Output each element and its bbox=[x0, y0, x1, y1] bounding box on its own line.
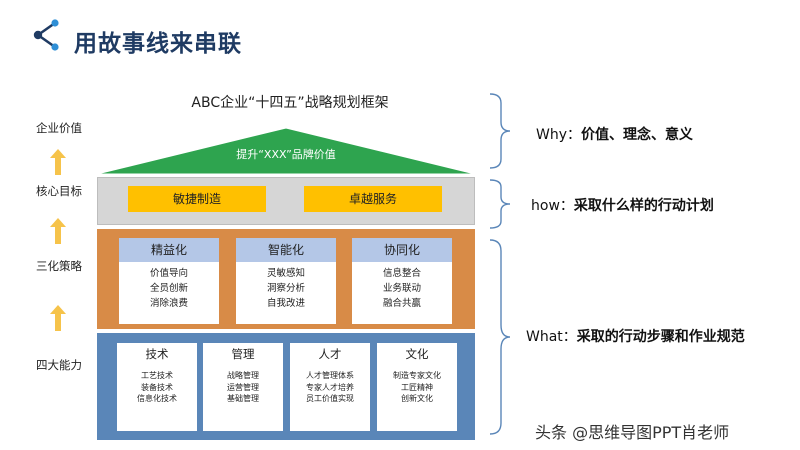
core-goal-box: 卓越服务 bbox=[304, 186, 442, 212]
how-text: 采取什么样的行动计划 bbox=[573, 198, 714, 214]
roof-triangle bbox=[97, 127, 475, 175]
watermark: 头条 @思维导图PPT肖老师 bbox=[535, 423, 730, 442]
ability-name: 技术 bbox=[145, 347, 169, 361]
ability-items: 制造专家文化 工匠精神 创新文化 bbox=[393, 371, 441, 403]
how-keyword: how： bbox=[531, 198, 574, 214]
label-core-goals: 核心目标 bbox=[36, 184, 82, 198]
strategy-card: 智能化 灵敏感知 洞察分析 自我改进 bbox=[236, 238, 336, 324]
label-four-abilities: 四大能力 bbox=[36, 358, 82, 372]
connected-nodes-icon bbox=[33, 19, 59, 51]
strategy-items: 信息整合 业务联动 融合共赢 bbox=[352, 262, 452, 311]
ability-items: 人才管理体系 专家人才培养 员工价值实现 bbox=[306, 371, 354, 403]
label-three-strategies: 三化策略 bbox=[36, 259, 82, 273]
ability-name: 文化 bbox=[405, 347, 429, 361]
roof-text: 提升“XXX”品牌价值 bbox=[236, 148, 336, 161]
what-keyword: What： bbox=[526, 329, 577, 345]
strategy-name: 协同化 bbox=[352, 238, 452, 262]
right-brace-icon bbox=[489, 93, 511, 169]
ability-name: 管理 bbox=[231, 347, 255, 361]
ability-items: 工艺技术 装备技术 信息化技术 bbox=[137, 371, 177, 403]
slide-title: 用故事线来串联 bbox=[74, 31, 242, 57]
why-label: Why：价值、理念、意义 bbox=[536, 124, 693, 144]
up-arrow-icon bbox=[50, 149, 66, 175]
why-text: 价值、理念、意义 bbox=[581, 127, 694, 143]
ability-card: 管理 战略管理 运营管理 基础管理 bbox=[203, 343, 283, 431]
strategy-name: 精益化 bbox=[119, 238, 219, 262]
strategy-item: 自我改进 bbox=[266, 298, 305, 309]
right-brace-icon bbox=[489, 179, 511, 229]
strategy-item: 全员创新 bbox=[149, 283, 188, 294]
right-brace-icon bbox=[489, 239, 511, 435]
up-arrow-icon bbox=[50, 305, 66, 331]
how-label: how：采取什么样的行动计划 bbox=[531, 195, 714, 215]
strategy-item: 融合共赢 bbox=[382, 298, 421, 309]
framework-title: ABC企业“十四五”战略规划框架 bbox=[191, 95, 389, 111]
ability-card: 文化 制造专家文化 工匠精神 创新文化 bbox=[377, 343, 457, 431]
strategy-items: 价值导向 全员创新 消除浪费 bbox=[119, 262, 219, 311]
strategy-items: 灵敏感知 洞察分析 自我改进 bbox=[236, 262, 336, 311]
strategy-name: 智能化 bbox=[236, 238, 336, 262]
strategy-item: 业务联动 bbox=[382, 283, 421, 294]
core-goal-box: 敏捷制造 bbox=[128, 186, 266, 212]
ability-name: 人才 bbox=[318, 347, 342, 361]
up-arrow-icon bbox=[50, 218, 66, 244]
what-text: 采取的行动步骤和作业规范 bbox=[576, 329, 745, 345]
strategy-item: 灵敏感知 bbox=[266, 268, 305, 279]
why-keyword: Why： bbox=[536, 127, 582, 143]
strategy-card: 协同化 信息整合 业务联动 融合共赢 bbox=[352, 238, 452, 324]
strategy-item: 洞察分析 bbox=[266, 283, 305, 294]
strategy-item: 价值导向 bbox=[149, 268, 188, 279]
label-enterprise-value: 企业价值 bbox=[36, 121, 82, 135]
ability-card: 人才 人才管理体系 专家人才培养 员工价值实现 bbox=[290, 343, 370, 431]
strategy-card: 精益化 价值导向 全员创新 消除浪费 bbox=[119, 238, 219, 324]
ability-card: 技术 工艺技术 装备技术 信息化技术 bbox=[117, 343, 197, 431]
ability-items: 战略管理 运营管理 基础管理 bbox=[227, 371, 259, 403]
strategy-item: 信息整合 bbox=[382, 268, 421, 279]
strategy-item: 消除浪费 bbox=[149, 298, 188, 309]
what-label: What：采取的行动步骤和作业规范 bbox=[526, 326, 745, 346]
